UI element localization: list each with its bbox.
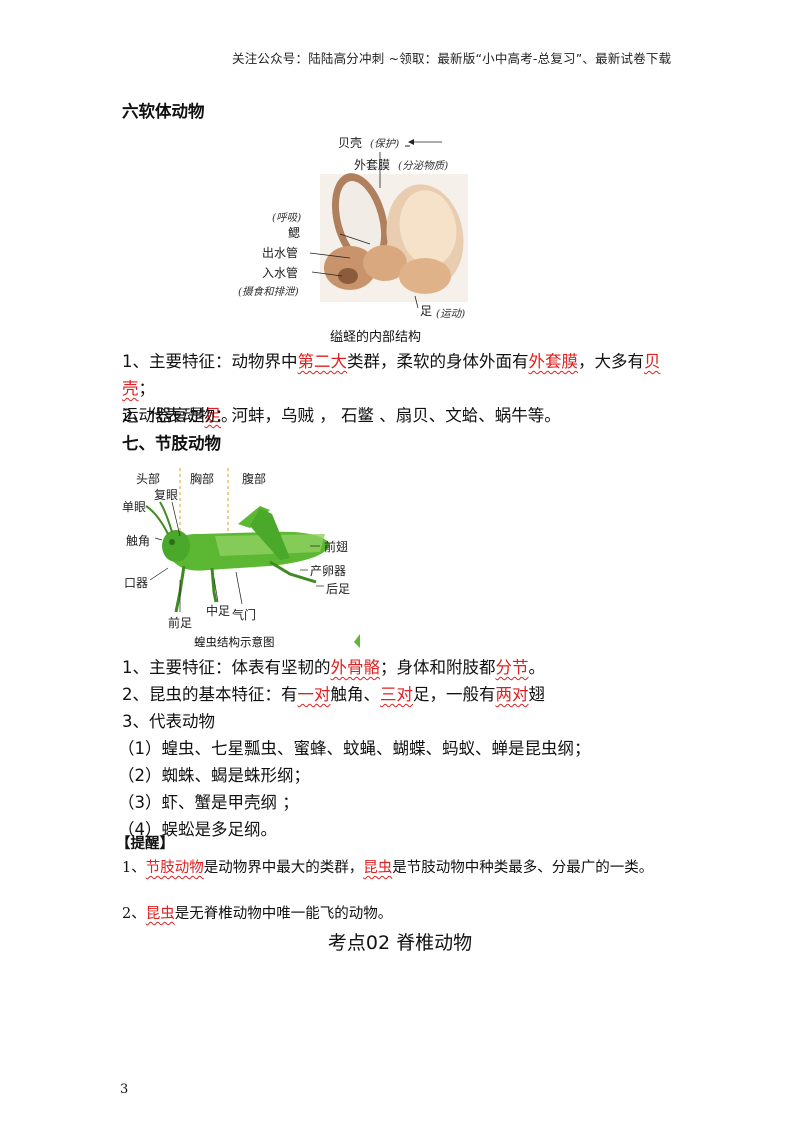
page-number: 3 xyxy=(120,1082,129,1097)
page-header: 关注公众号：陆陆高分冲刺 ~领取：最新版“小中高考-总复习”、最新试卷下载 xyxy=(232,51,672,66)
insect-feature: 2、昆虫的基本特征：有一对触角、三对足，一般有两对翅 xyxy=(122,685,545,704)
list-item: （1）蝗虫、七星瓢虫、蜜蜂、蚊蝇、蝴蝶、蚂蚁、蝉是昆虫纲； xyxy=(118,739,591,758)
list-item: （4）蜈蚣是多足纲。 xyxy=(118,820,277,839)
label-antenna: 触角 xyxy=(126,534,151,548)
arthropod-feature: 1、主要特征：体表有坚韧的外骨骼；身体和附肢都分节。 xyxy=(122,658,545,677)
label-mouth: 口器 xyxy=(124,576,149,590)
label-shell: 贝壳 xyxy=(338,136,363,150)
section-title-arthropoda: 七、节肢动物 xyxy=(122,434,221,453)
locust-caption: 蝗虫结构示意图 xyxy=(194,635,275,649)
label-simple-eye: 单眼 xyxy=(122,500,147,514)
section-title-mollusca: 六软体动物 xyxy=(122,102,205,121)
mollusca-examples: 2、代表动物：河蚌，乌贼 ， 石鳖 、扇贝、文蛤、蜗牛等。 xyxy=(122,406,561,425)
label-mantle: 外套膜 xyxy=(354,158,391,172)
label-foreleg: 前足 xyxy=(168,616,193,630)
label-forewing: 前翅 xyxy=(324,540,349,554)
label-out-siphon: 出水管 xyxy=(262,246,299,260)
label-feed-note: (摄食和排泄) xyxy=(238,286,299,298)
label-in-siphon: 入水管 xyxy=(262,266,299,280)
tip-item-2: 2、昆虫是无脊椎动物中唯一能飞的动物。 xyxy=(122,906,393,922)
tip-title: 【提醒】 xyxy=(116,836,174,852)
label-midleg: 中足 xyxy=(206,604,231,618)
label-compound-eye: 复眼 xyxy=(154,488,179,502)
label-head: 头部 xyxy=(136,472,161,486)
kaodian-title: 考点02 脊椎动物 xyxy=(327,932,473,954)
clam-caption: 缢蛏的内部结构 xyxy=(330,330,422,345)
label-mantle-note: (分泌物质) xyxy=(398,160,449,172)
label-hindleg: 后足 xyxy=(326,582,351,596)
clam-illustration xyxy=(309,139,468,309)
list-item: （2）蜘蛛、蝎是蛛形纲； xyxy=(118,766,310,785)
locust-figure: 头部 胸部 腹部 单眼 复眼 触角 口器 前足 中足 气门 前翅 产卵器 后足 … xyxy=(120,462,360,652)
label-breath-note: (呼吸) xyxy=(272,212,302,224)
label-gill: 鳃 xyxy=(288,226,301,240)
locust-illustration xyxy=(145,468,360,648)
representatives-heading: 3、代表动物 xyxy=(122,712,215,731)
list-item: （3）虾、蟹是甲壳纲 ； xyxy=(118,793,299,812)
label-thorax: 胸部 xyxy=(190,472,215,486)
label-shell-note: (保护) xyxy=(370,138,400,150)
label-foot: 足 xyxy=(420,304,433,318)
label-abdomen: 腹部 xyxy=(242,472,267,486)
tip-item-1: 1、节肢动物是动物界中最大的类群，昆虫是节肢动物中种类最多、分最广的一类。 xyxy=(122,860,654,876)
clam-figure: 贝壳 (保护) 外套膜 (分泌物质) (呼吸) 鳃 出水管 入水管 (摄食和排泄… xyxy=(230,128,480,350)
label-spiracle: 气门 xyxy=(232,608,257,622)
label-ovipositor: 产卵器 xyxy=(310,564,347,578)
label-foot-note: (运动) xyxy=(436,308,466,320)
mollusca-feature: 1、主要特征：动物界中第二大类群，柔软的身体外面有外套膜，大多有贝壳；运动器官是… xyxy=(122,352,661,425)
